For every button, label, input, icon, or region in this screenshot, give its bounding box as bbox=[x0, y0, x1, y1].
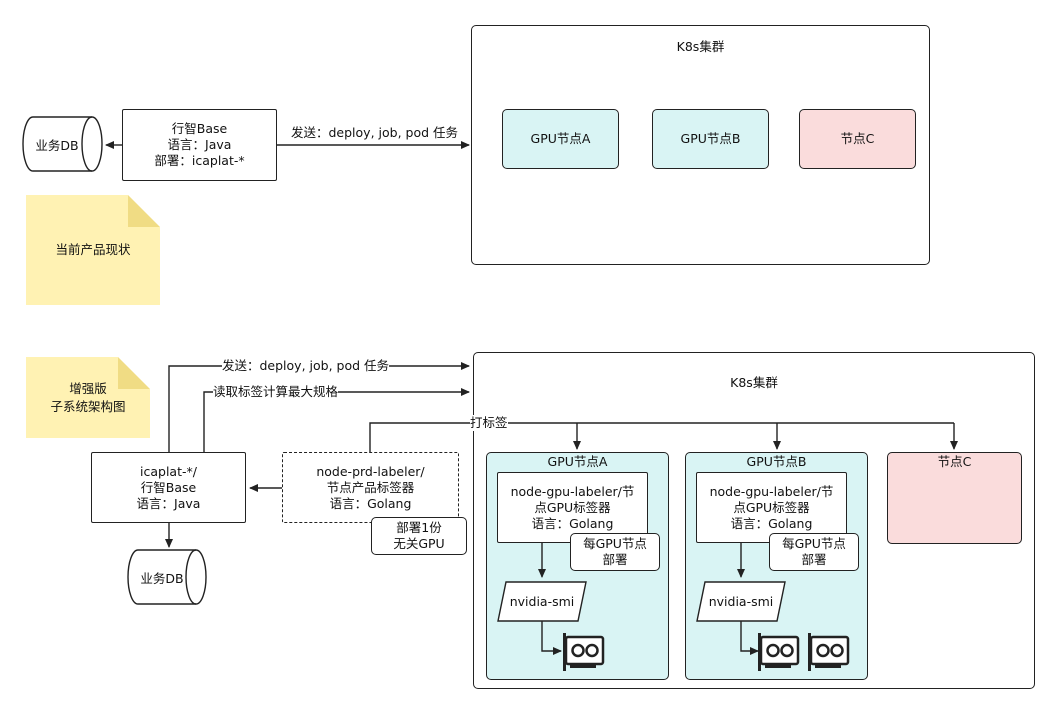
bottom-node-c[interactable]: 节点C bbox=[887, 452, 1022, 544]
node-a-deploy-line-1: 每GPU节点 bbox=[583, 536, 647, 551]
node-b-deploy-line-1: 每GPU节点 bbox=[782, 536, 846, 551]
node-a-smi-to-gpu bbox=[541, 621, 562, 655]
node-a-labeler-line-3: 语言：Golang bbox=[531, 515, 614, 531]
note-fold-icon bbox=[128, 195, 160, 227]
node-b-labeler-line-3: 语言：Golang bbox=[730, 515, 813, 531]
note-fold-icon bbox=[118, 357, 150, 389]
node-a-smi-label: nvidia-smi bbox=[509, 594, 575, 609]
app-send-arrow bbox=[168, 362, 470, 452]
node-b-gpu-labeler[interactable]: node-gpu-labeler/节 点GPU标签器 语言：Golang bbox=[696, 472, 847, 543]
bottom-note-line-1: 增强版 bbox=[69, 380, 107, 396]
node-a-labeler-line-2: 点GPU标签器 bbox=[534, 499, 611, 515]
top-send-label: 发送：deploy, job, pod 任务 bbox=[291, 125, 459, 141]
top-base-line-3: 部署：icaplat-* bbox=[154, 153, 245, 168]
top-cluster-title: K8s集群 bbox=[676, 39, 725, 54]
top-node-gpu-a[interactable]: GPU节点A bbox=[502, 109, 619, 169]
node-a-labeler-line-1: node-gpu-labeler/节 bbox=[510, 483, 635, 499]
top-db-label: 业务DB bbox=[35, 137, 79, 153]
bottom-note: 增强版 子系统架构图 bbox=[26, 357, 150, 438]
top-base-line-1: 行智Base bbox=[171, 121, 228, 136]
bottom-note-line-2: 子系统架构图 bbox=[50, 398, 126, 414]
top-base-line-2: 语言：Java bbox=[167, 137, 232, 152]
node-a-deploy-note: 每GPU节点 部署 bbox=[570, 533, 660, 571]
gpu-card-icon bbox=[758, 633, 800, 671]
tag-label: 打标签 bbox=[470, 415, 508, 431]
prd-labeler-line-3: 语言：Golang bbox=[329, 495, 412, 511]
prd-labeler-deploy-note: 部署1份 无关GPU bbox=[371, 517, 467, 555]
node-c-title: 节点C bbox=[937, 454, 972, 469]
node-b-title: GPU节点B bbox=[746, 454, 807, 469]
node-b-smi-shape bbox=[696, 581, 786, 622]
node-b-labeler-line-2: 点GPU标签器 bbox=[733, 499, 810, 515]
node-b-deploy-note: 每GPU节点 部署 bbox=[769, 533, 859, 571]
bottom-send-label: 发送：deploy, job, pod 任务 bbox=[222, 358, 390, 374]
tag-line bbox=[369, 422, 954, 452]
top-base-box[interactable]: 行智Base 语言：Java 部署：icaplat-* bbox=[122, 109, 277, 181]
bottom-read-label: 读取标签计算最大规格 bbox=[213, 384, 339, 400]
prd-note-line-2: 无关GPU bbox=[393, 536, 445, 551]
app-read-arrow bbox=[203, 388, 470, 452]
gpu-card-icon bbox=[808, 633, 850, 671]
database-icon bbox=[22, 116, 103, 172]
node-b-smi-label: nvidia-smi bbox=[708, 594, 774, 609]
bottom-db-label: 业务DB bbox=[140, 570, 184, 586]
app-line-3: 语言：Java bbox=[136, 495, 201, 511]
top-node-c[interactable]: 节点C bbox=[799, 109, 916, 169]
app-line-2: 行智Base bbox=[140, 479, 197, 495]
prd-note-line-1: 部署1份 bbox=[396, 520, 442, 535]
node-a-smi-shape bbox=[497, 581, 587, 622]
gpu-card-icon bbox=[563, 633, 605, 671]
database-icon bbox=[127, 549, 207, 605]
node-prd-labeler-box[interactable]: node-prd-labeler/ 节点产品标签器 语言：Golang bbox=[282, 452, 459, 523]
node-b-labeler-line-1: node-gpu-labeler/节 bbox=[709, 483, 834, 499]
prd-labeler-line-2: 节点产品标签器 bbox=[326, 479, 415, 495]
bottom-app-box[interactable]: icaplat-*/ 行智Base 语言：Java bbox=[91, 452, 246, 523]
node-a-gpu-labeler[interactable]: node-gpu-labeler/节 点GPU标签器 语言：Golang bbox=[497, 472, 648, 543]
node-b-deploy-line-2: 部署 bbox=[801, 552, 827, 567]
top-node-gpu-b[interactable]: GPU节点B bbox=[652, 109, 769, 169]
app-line-1: icaplat-*/ bbox=[140, 463, 197, 479]
node-a-title: GPU节点A bbox=[547, 454, 608, 469]
top-note-text: 当前产品现状 bbox=[55, 242, 131, 257]
prd-labeler-line-1: node-prd-labeler/ bbox=[316, 463, 425, 479]
node-a-deploy-line-2: 部署 bbox=[602, 552, 628, 567]
bottom-cluster-title: K8s集群 bbox=[730, 375, 778, 390]
top-note: 当前产品现状 bbox=[26, 195, 160, 305]
node-b-smi-to-gpu bbox=[740, 621, 759, 655]
